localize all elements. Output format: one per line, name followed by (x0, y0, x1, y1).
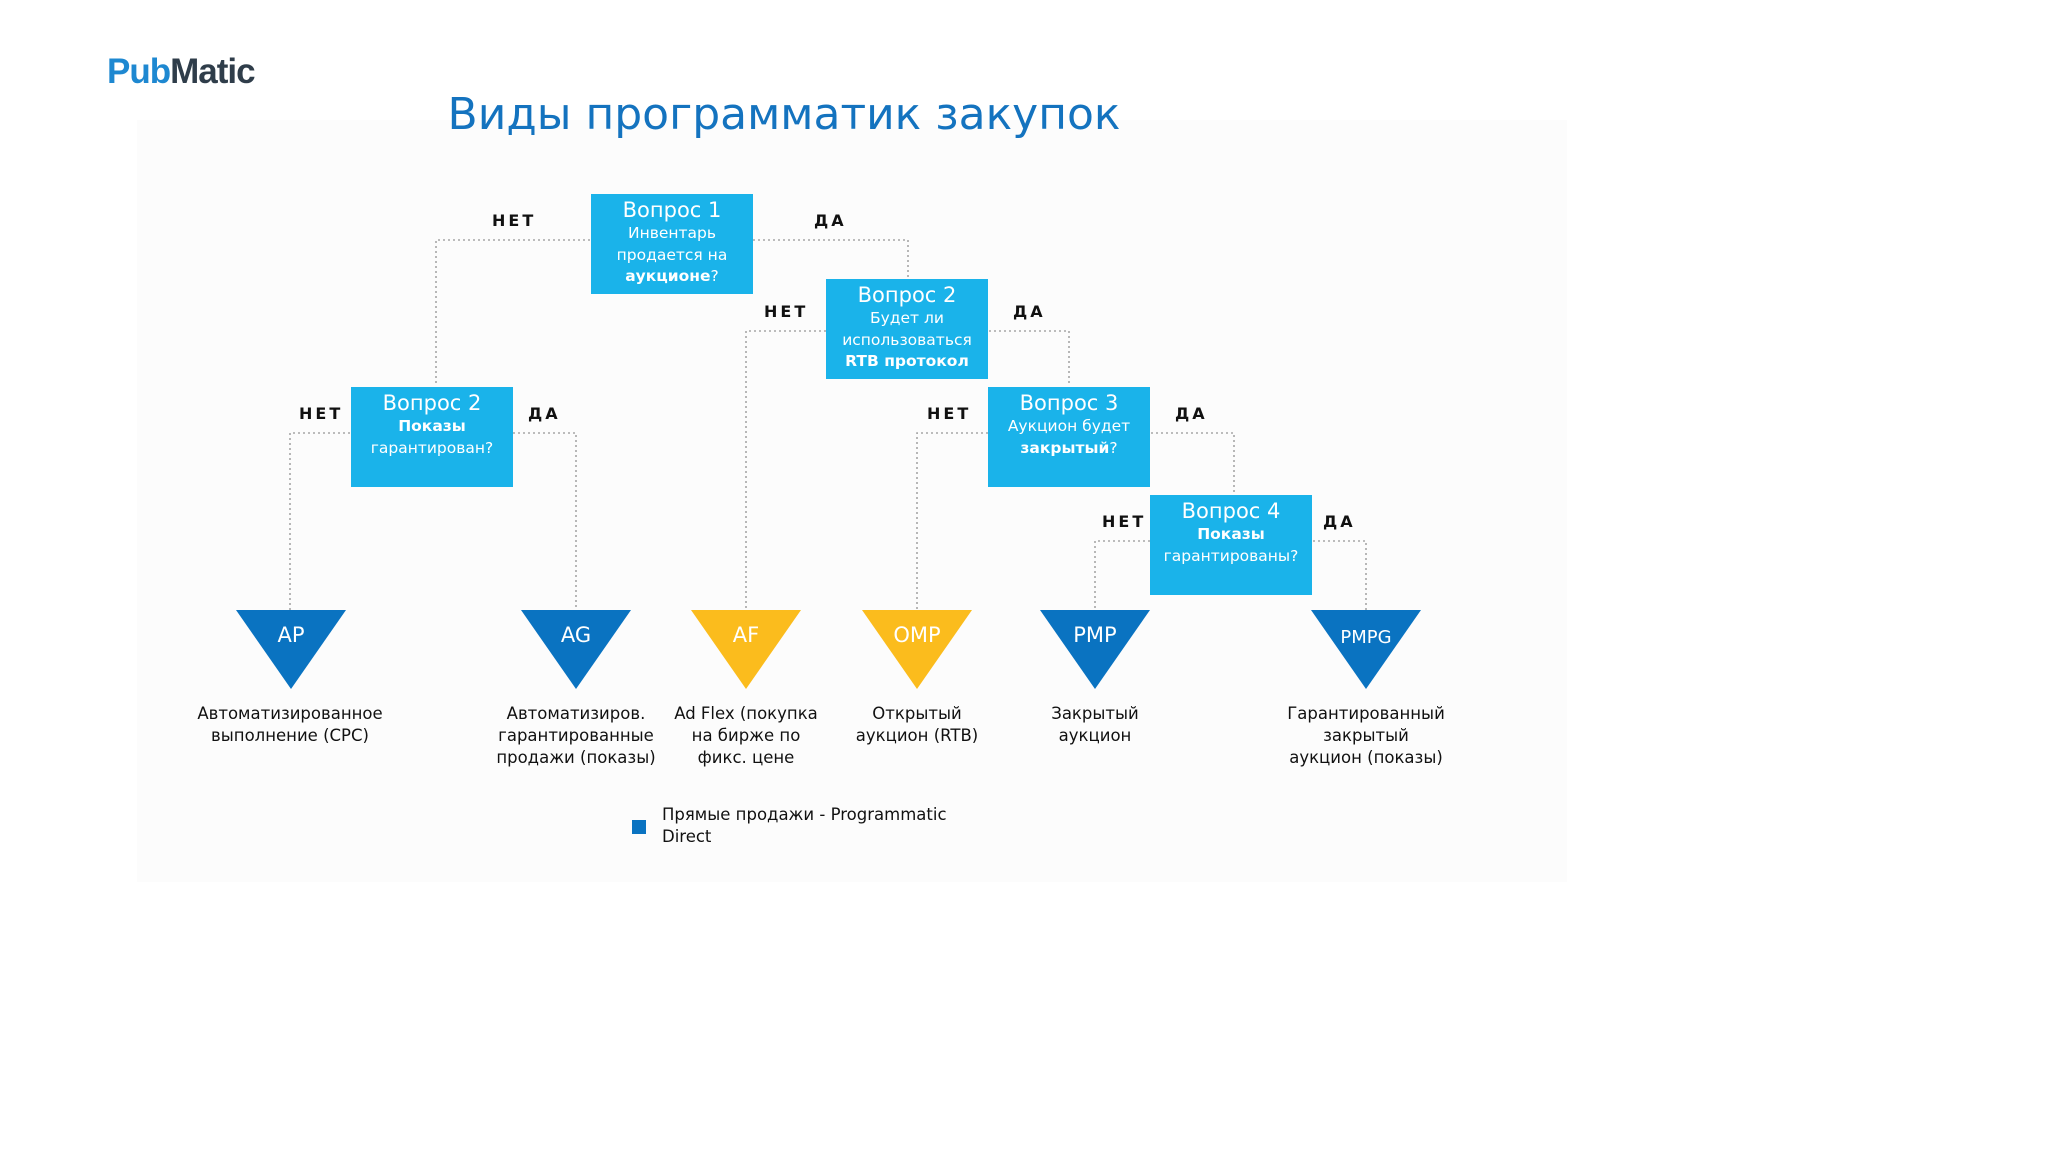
description-line: на бирже по (691, 726, 801, 745)
connector-q2left-no (289, 432, 350, 610)
outcome-omp-description: Открытый аукцион (RTB) (797, 703, 1037, 747)
question-1-line: продается на (616, 245, 728, 264)
outcome-ag-triangle (521, 610, 631, 689)
connector-q1-no (435, 239, 590, 386)
outcome-af-shape (691, 610, 801, 689)
slide-background (137, 120, 1567, 882)
description-line: аукцион (показы) (1289, 748, 1443, 767)
outcome-af-triangle (691, 610, 801, 689)
question-2-left-keyword: Показы (398, 417, 466, 435)
question-4-keyword: Показы (1197, 525, 1265, 543)
connector-lines (289, 239, 1367, 610)
question-2-left-line: Показы (351, 416, 513, 438)
outcome-ap-shape (236, 610, 346, 689)
outcome-pmp-triangle (1040, 610, 1150, 689)
answer-q2left-no: НЕТ (299, 404, 344, 423)
legend-line: Direct (662, 827, 712, 846)
description-line: Закрытый (1051, 704, 1139, 723)
question-3-keyword: закрытый (1020, 438, 1110, 457)
connector-q2left-yes (513, 432, 577, 610)
question-4-box: Вопрос 4 Показы гарантированы? (1150, 495, 1312, 595)
answer-q1-yes: ДА (814, 211, 847, 230)
outcome-pmp-description: Закрытый аукцион (975, 703, 1215, 747)
description-line: аукцион (RTB) (855, 726, 979, 745)
outcome-omp-triangle (862, 610, 972, 689)
outcome-pmpg-shape (1311, 610, 1421, 689)
question-2-right-box: Вопрос 2 Будет ли использоваться RTB про… (826, 279, 988, 379)
connector-q2right-no (745, 330, 826, 610)
question-4-line: гарантированы? (1163, 546, 1299, 565)
outcome-pmpg-description: Гарантированный закрытый аукцион (показы… (1246, 703, 1486, 769)
connector-q1-yes (753, 239, 909, 279)
pubmatic-logo: PubMatic (107, 52, 256, 91)
question-2-left-title: Вопрос 2 (382, 391, 482, 415)
description-line: Гарантированный (1287, 704, 1445, 723)
outcome-ag-code: AG (560, 623, 592, 647)
outcome-omp-shape (862, 610, 972, 689)
slide-title: Виды программатик закупок (447, 89, 1121, 140)
question-4-title: Вопрос 4 (1181, 499, 1281, 523)
description-line: Автоматизиров. (506, 704, 646, 723)
question-3-mark: ? (1109, 438, 1118, 457)
question-2-right-line: RTB протокол (826, 351, 988, 373)
question-1-line: аукционе? (591, 266, 753, 288)
legend-line: Прямые продажи - Programmatic (662, 805, 947, 824)
question-2-left-line: гарантирован? (370, 438, 494, 457)
connector-q2right-yes (989, 330, 1070, 386)
question-3-line: закрытый? (988, 438, 1150, 460)
description-line: продажи (показы) (496, 748, 656, 767)
legend-label: Прямые продажи - Programmatic Direct (662, 804, 982, 848)
connector-q4-no (1094, 540, 1150, 610)
outcome-pmp-code: PMP (1073, 623, 1117, 647)
question-3-line: Аукцион будет (1007, 417, 1131, 435)
answer-q2right-no: НЕТ (764, 302, 809, 321)
question-2-left-box: Вопрос 2 Показы гарантирован? (351, 387, 513, 487)
description-line: выполнение (CPC) (211, 726, 369, 745)
answer-q4-no: НЕТ (1102, 512, 1147, 531)
question-2-right-keyword: RTB протокол (845, 352, 969, 370)
description-line: фикс. цене (697, 748, 795, 767)
answer-q3-yes: ДА (1175, 404, 1208, 423)
description-line: Ad Flex (покупка (674, 704, 818, 723)
outcome-ap-code: AP (277, 623, 305, 647)
outcome-ap-triangle (236, 610, 346, 689)
outcome-pmpg-code: PMPG (1340, 627, 1392, 648)
answer-q3-no: НЕТ (927, 404, 972, 423)
question-1-mark: ? (710, 267, 719, 285)
question-1-title: Вопрос 1 (622, 198, 722, 222)
answer-q2left-yes: ДА (528, 404, 561, 423)
question-2-right-title: Вопрос 2 (857, 283, 957, 307)
outcome-pmpg-triangle (1311, 610, 1421, 689)
outcome-pmp-shape (1040, 610, 1150, 689)
question-1-keyword: аукционе (625, 267, 711, 285)
outcome-omp-code: OMP (893, 623, 941, 647)
answer-q4-yes: ДА (1323, 512, 1356, 531)
description-line: Открытый (872, 704, 962, 723)
outcome-ag-shape (521, 610, 631, 689)
question-3-box: Вопрос 3 Аукцион будет закрытый? (988, 387, 1150, 487)
connector-q3-no (916, 432, 988, 610)
question-2-right-line: Будет ли (870, 309, 944, 327)
description-line: аукцион (1058, 726, 1132, 745)
description-line: Автоматизированное (197, 704, 383, 723)
question-4-line: Показы (1150, 524, 1312, 546)
description-line: гарантированные (498, 726, 654, 745)
connector-q4-yes (1313, 540, 1367, 610)
outcome-ap-description: Автоматизированное выполнение (CPC) (170, 703, 410, 747)
question-1-box: Вопрос 1 Инвентарь продается на аукционе… (591, 194, 753, 294)
connector-q3-yes (1151, 432, 1235, 494)
question-3-title: Вопрос 3 (1019, 391, 1119, 415)
outcome-af-code: AF (732, 623, 760, 647)
answer-q2right-yes: ДА (1013, 302, 1046, 321)
outcome-af-description: Ad Flex (покупка на бирже по фикс. цене (626, 703, 866, 769)
answer-q1-no: НЕТ (492, 211, 537, 230)
question-2-right-line: использоваться (842, 330, 972, 349)
outcome-ag-description: Автоматизиров. гарантированные продажи (… (456, 703, 696, 769)
question-1-line: Инвентарь (627, 224, 717, 242)
description-line: закрытый (1323, 726, 1409, 745)
legend-swatch (632, 820, 646, 834)
